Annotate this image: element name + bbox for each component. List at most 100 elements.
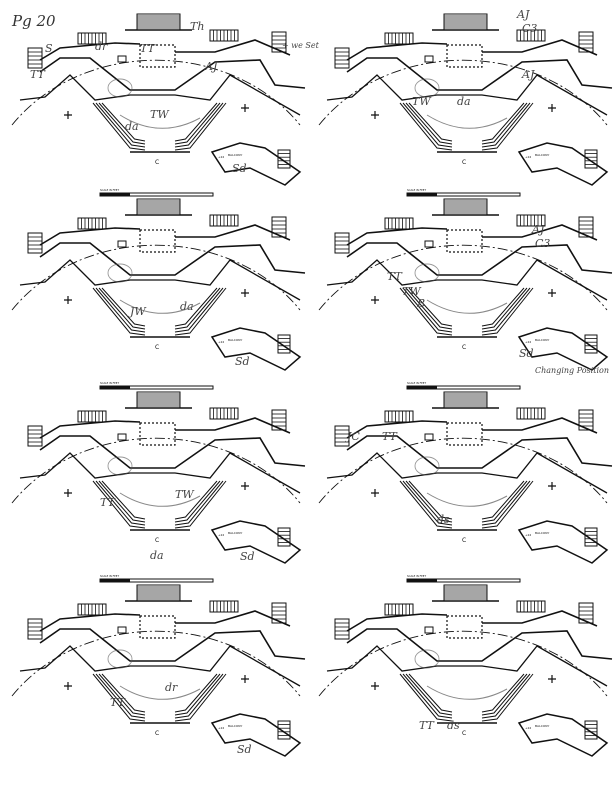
upstage-stairs <box>443 13 488 31</box>
center-platform <box>139 229 176 253</box>
left-thrust-stairs <box>95 480 146 526</box>
right-thrust-stairs <box>481 673 534 722</box>
mid-platform-edge <box>39 628 306 662</box>
handwritten-annotation: ds <box>437 513 450 526</box>
left-thrust-stairs <box>98 102 146 145</box>
far-left-stairs <box>27 425 43 447</box>
left-thrust-stairs <box>92 287 146 336</box>
small-block <box>424 240 434 248</box>
left-thrust-stairs <box>98 480 146 523</box>
balcony-stairs <box>584 334 598 354</box>
center-platform <box>139 422 176 446</box>
far-left-stairs <box>27 47 43 69</box>
handwritten-annotation: Sd <box>232 162 247 175</box>
balcony-outline <box>517 327 609 371</box>
balcony-prefix: +22 <box>525 155 531 159</box>
left-wing-stairs <box>384 32 414 45</box>
balcony-label: BALCONY <box>228 153 242 157</box>
lower-platform-edge <box>326 645 608 687</box>
stair-outline <box>334 232 350 254</box>
small-block <box>424 433 434 441</box>
stair-outline <box>27 425 43 447</box>
right-thrust-stairs <box>174 673 227 722</box>
handwritten-annotation: AJ <box>531 223 545 236</box>
stair-outline <box>277 527 291 547</box>
handwritten-annotation: dr <box>95 40 108 53</box>
stair-outline <box>578 602 594 624</box>
scale-bar: SCALE IN FEET <box>406 574 521 583</box>
left-thrust-stairs <box>101 102 146 142</box>
stair-outline <box>578 216 594 238</box>
upstage-stairs <box>136 584 181 602</box>
scale-bar-fill <box>407 193 437 196</box>
left-thrust-stairs <box>405 480 453 523</box>
scale-bar: SCALE IN FEET <box>99 381 214 390</box>
handwritten-annotation: S <box>45 42 53 55</box>
handwritten-annotation: TT <box>382 430 399 443</box>
small-block <box>424 55 434 63</box>
scale-label: SCALE IN FEET <box>407 188 426 192</box>
right-thrust-stairs <box>174 673 224 719</box>
center-platform <box>446 615 483 639</box>
cross-marker-icon <box>64 111 72 119</box>
balcony-outline <box>210 142 302 186</box>
cross-marker-icon <box>371 489 379 497</box>
cross-marker-icon <box>64 489 72 497</box>
far-right-stairs <box>578 216 594 238</box>
house-arc <box>11 630 301 697</box>
far-right-stairs <box>271 216 287 238</box>
balcony-label: BALCONY <box>535 338 549 342</box>
balcony-outline <box>517 713 609 757</box>
left-thrust-stairs <box>95 102 146 148</box>
actor-circle <box>414 78 440 98</box>
right-wing-stairs <box>516 29 546 42</box>
scale-label: SCALE IN FEET <box>407 381 426 385</box>
right-wing-stairs <box>209 600 239 613</box>
left-thrust-stairs <box>402 480 453 526</box>
balcony-outline <box>210 520 302 564</box>
left-thrust-stairs <box>402 102 453 148</box>
far-right-stairs <box>578 602 594 624</box>
blocking-path <box>119 492 201 507</box>
left-thrust-stairs <box>402 673 453 719</box>
scale-bar-fill <box>407 579 437 582</box>
left-thrust-stairs <box>402 287 453 333</box>
far-left-stairs <box>334 47 350 69</box>
balcony-outline <box>210 327 302 371</box>
stair-outline <box>334 425 350 447</box>
handwritten-annotation: TT <box>419 719 436 732</box>
handwritten-annotation: TT <box>387 270 404 283</box>
actor-circle <box>107 263 133 283</box>
handwritten-annotation: TT <box>110 696 127 709</box>
handwritten-annotation: TW <box>412 95 432 108</box>
stair-outline <box>277 720 291 740</box>
right-thrust-stairs <box>174 673 221 716</box>
right-thrust-stairs <box>481 480 531 526</box>
right-thrust-stairs <box>481 673 525 713</box>
right-thrust-stairs <box>174 480 227 529</box>
far-right-stairs <box>578 31 594 53</box>
cross-marker-icon <box>64 682 72 690</box>
handwritten-annotation: TT <box>140 42 157 55</box>
far-right-stairs <box>271 31 287 53</box>
center-platform <box>139 44 176 68</box>
left-wing-stairs <box>384 410 414 423</box>
right-thrust-stairs <box>481 102 531 148</box>
stair-outline <box>27 232 43 254</box>
small-block <box>117 240 127 248</box>
handwritten-annotation: C3 <box>522 22 537 35</box>
blocking-path <box>119 685 201 700</box>
left-thrust-stairs <box>405 102 453 145</box>
handwritten-annotation: + we Set <box>282 41 320 50</box>
left-thrust-stairs <box>399 673 453 722</box>
left-wing-stairs <box>77 217 107 230</box>
handwritten-annotation: TT <box>30 68 47 81</box>
right-thrust-stairs <box>481 673 531 719</box>
left-thrust-stairs <box>405 673 453 716</box>
stair-outline <box>584 334 598 354</box>
